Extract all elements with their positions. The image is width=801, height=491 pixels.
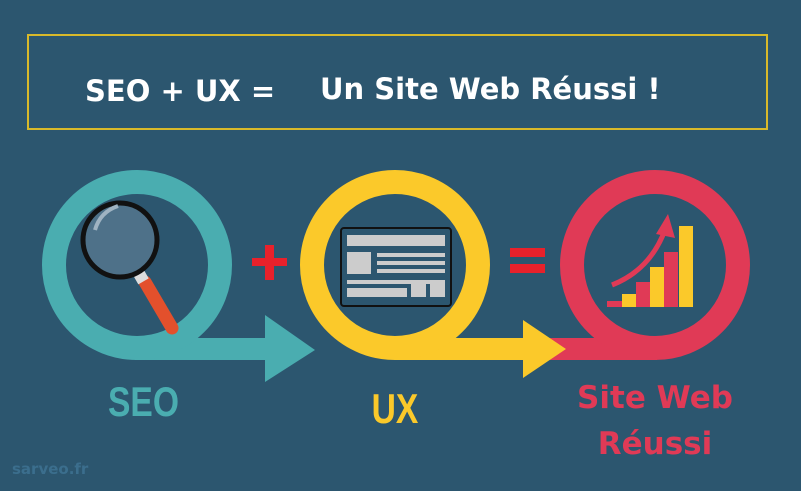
title-result: Un Site Web Réussi ! xyxy=(320,72,661,106)
watermark: sarveo.fr xyxy=(12,460,89,478)
result-ring xyxy=(560,170,750,360)
ux-label: UX xyxy=(371,385,419,432)
growth-chart-icon xyxy=(607,214,693,307)
plus-operator xyxy=(252,245,287,280)
title-formula: SEO + UX = xyxy=(85,74,276,108)
magnifier-icon xyxy=(80,200,179,335)
seo-ring xyxy=(42,170,232,360)
yellow-arrow-head xyxy=(523,320,566,378)
webpage-layout-icon xyxy=(340,227,452,307)
result-label-line2: Réussi xyxy=(597,426,713,462)
equals-operator xyxy=(510,248,545,273)
title-box xyxy=(27,34,768,130)
result-label-line1: Site Web xyxy=(577,380,733,416)
teal-arrow-head xyxy=(265,315,315,382)
ux-ring xyxy=(300,170,490,360)
seo-label: SEO xyxy=(108,378,179,425)
